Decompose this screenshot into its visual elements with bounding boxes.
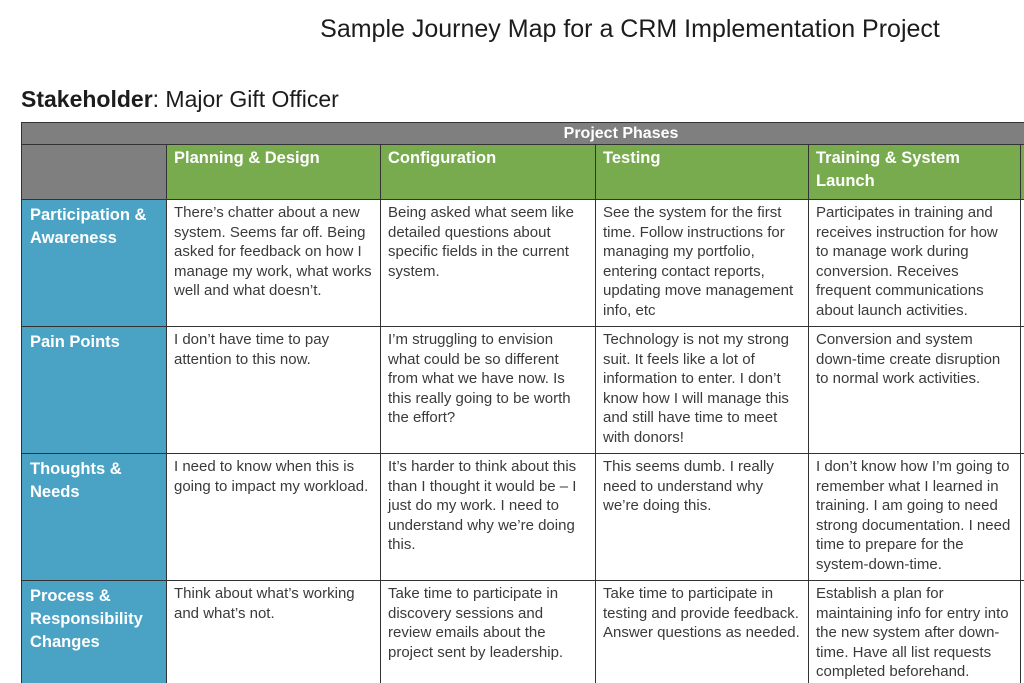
- stakeholder-label: Stakeholder: [21, 86, 153, 112]
- journey-cell: It’s harder to think about this than I t…: [380, 453, 596, 581]
- row-header: Participation & Awareness: [21, 199, 167, 327]
- journey-cell: Conversion and system down-time create d…: [808, 326, 1021, 454]
- journey-cell: There’s chatter about a new system. Seem…: [166, 199, 381, 327]
- corner-cell: [21, 144, 167, 200]
- row-header: Process & Responsibility Changes: [21, 580, 167, 683]
- journey-cell: I’m struggling to envision what could be…: [380, 326, 596, 454]
- stakeholder-value: : Major Gift Officer: [152, 86, 339, 112]
- journey-map-table: Project Phases Planning & Design Configu…: [20, 122, 1024, 683]
- journey-cell: I need to know when this is going to imp…: [166, 453, 381, 581]
- table-row-thoughts-needs: Thoughts & Needs I need to know when thi…: [21, 453, 1024, 581]
- journey-cell: Participates in training and receives in…: [808, 199, 1021, 327]
- stakeholder-line: Stakeholder: Major Gift Officer: [21, 86, 339, 113]
- journey-cell: Take time to participate in testing and …: [595, 580, 809, 683]
- phase-header-row: Planning & Design Configuration Testing …: [21, 144, 1024, 200]
- row-header: Pain Points: [21, 326, 167, 454]
- project-phases-band-row: Project Phases: [20, 122, 1024, 145]
- journey-cell-cutoff: [1019, 580, 1024, 683]
- journey-cell-cutoff: [1019, 326, 1024, 454]
- journey-cell-cutoff: [1019, 199, 1024, 327]
- journey-cell: See the system for the first time. Follo…: [595, 199, 809, 327]
- table-row-process-responsibility: Process & Responsibility Changes Think a…: [21, 580, 1024, 683]
- phase-column-header-training-launch: Training & System Launch: [808, 144, 1021, 200]
- journey-cell-cutoff: [1019, 453, 1024, 581]
- journey-cell: I don’t have time to pay attention to th…: [166, 326, 381, 454]
- journey-cell: This seems dumb. I really need to unders…: [595, 453, 809, 581]
- journey-cell: Technology is not my strong suit. It fee…: [595, 326, 809, 454]
- journey-cell: Establish a plan for maintaining info fo…: [808, 580, 1021, 683]
- journey-cell: Being asked what seem like detailed ques…: [380, 199, 596, 327]
- phase-column-header-testing: Testing: [595, 144, 809, 200]
- phase-column-header-configuration: Configuration: [380, 144, 596, 200]
- phase-column-header-planning-design: Planning & Design: [166, 144, 381, 200]
- journey-cell: Take time to participate in discovery se…: [380, 580, 596, 683]
- journey-cell: I don’t know how I’m going to remember w…: [808, 453, 1021, 581]
- journey-cell: Think about what’s working and what’s no…: [166, 580, 381, 683]
- table-row-participation-awareness: Participation & Awareness There’s chatte…: [21, 199, 1024, 327]
- phase-column-header-cutoff: [1019, 144, 1024, 200]
- project-phases-band: Project Phases: [20, 122, 1024, 145]
- row-header: Thoughts & Needs: [21, 453, 167, 581]
- table-row-pain-points: Pain Points I don’t have time to pay att…: [21, 326, 1024, 454]
- page-title: Sample Journey Map for a CRM Implementat…: [320, 15, 940, 43]
